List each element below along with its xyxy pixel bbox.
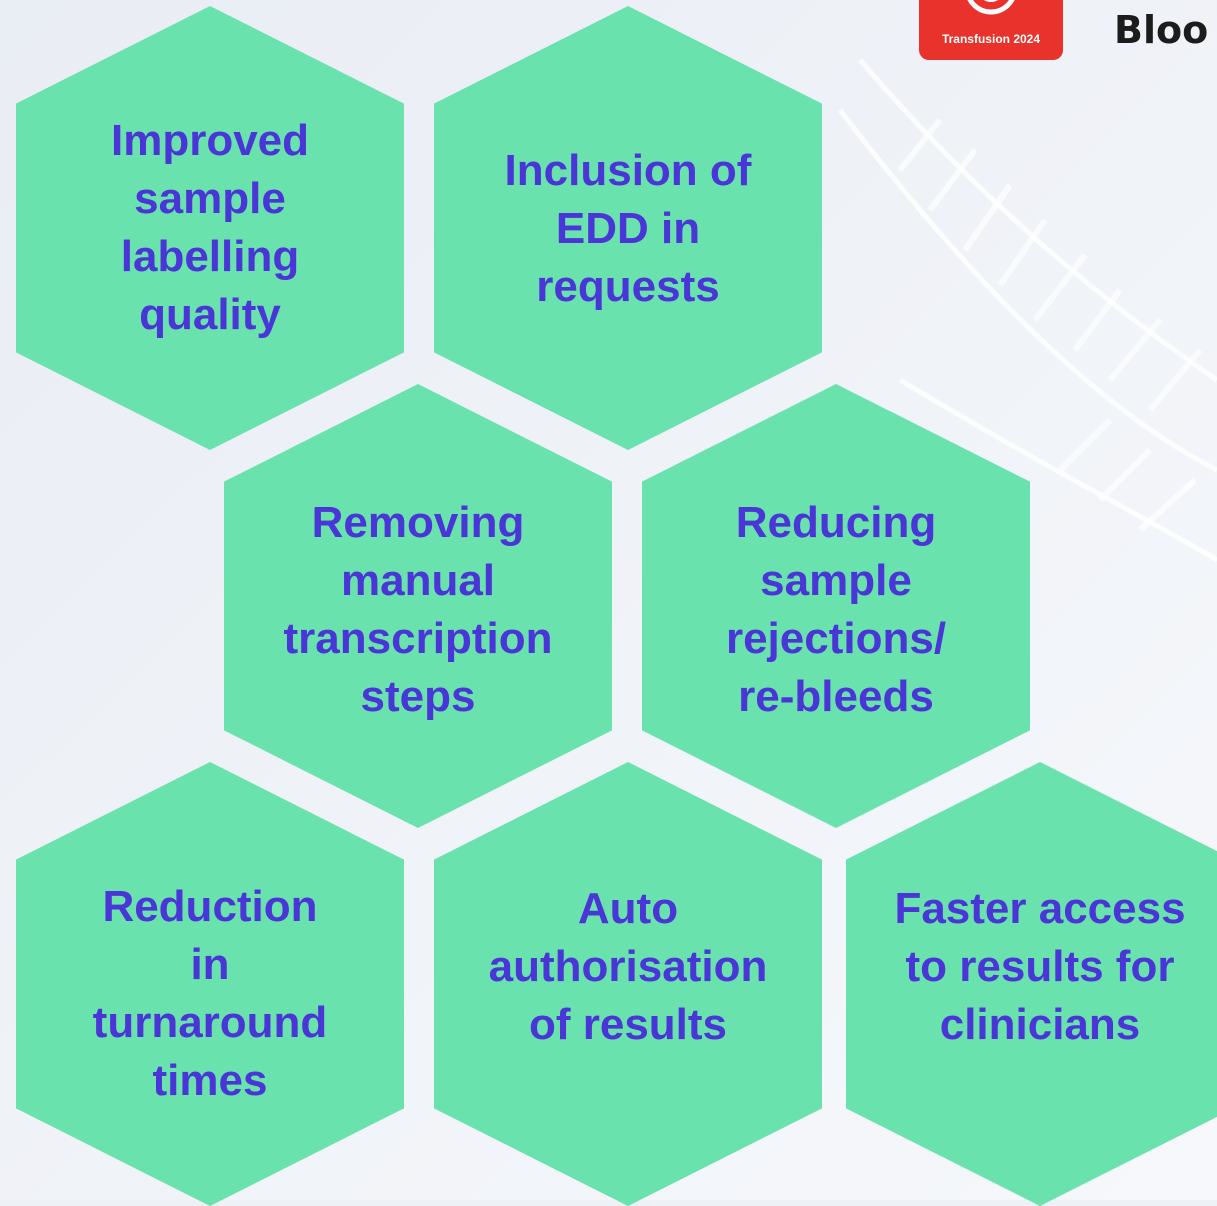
hexagon-turnaround-times: Reduction in turnaround times [16, 762, 404, 1206]
swirl-icon [967, 0, 1015, 15]
hexagon-label: Improved sample labelling quality [110, 116, 310, 339]
hexagon-label: Faster access to results for clinicians [894, 884, 1186, 1049]
hexagon-improved-labelling: Improved sample labelling quality [16, 6, 404, 450]
hexagon-label: Inclusion of EDD in requests [504, 146, 752, 311]
hexagon-edd-inclusion: Inclusion of EDD in requests [434, 6, 822, 450]
hexagon-removing-transcription: Removing manual transcription steps [224, 384, 612, 828]
hexagon-faster-access: Faster access to results for clinicians [846, 762, 1217, 1206]
hexagon-label: Auto authorisation of results [488, 884, 768, 1049]
logo-text: Transfusion 2024 [941, 32, 1041, 46]
hexagon-auto-authorisation: Auto authorisation of results [434, 762, 822, 1206]
transfusion-logo: Transfusion 2024 [919, 0, 1063, 60]
brand-title: Bloo [1114, 8, 1209, 52]
hexagon-label: Reduction in turnaround times [92, 882, 328, 1105]
hexagon-label: Reducing sample rejections/ re-bleeds [725, 498, 947, 721]
hexagon-reducing-rejections: Reducing sample rejections/ re-bleeds [642, 384, 1030, 828]
hexagon-label: Removing manual transcription steps [283, 498, 553, 721]
